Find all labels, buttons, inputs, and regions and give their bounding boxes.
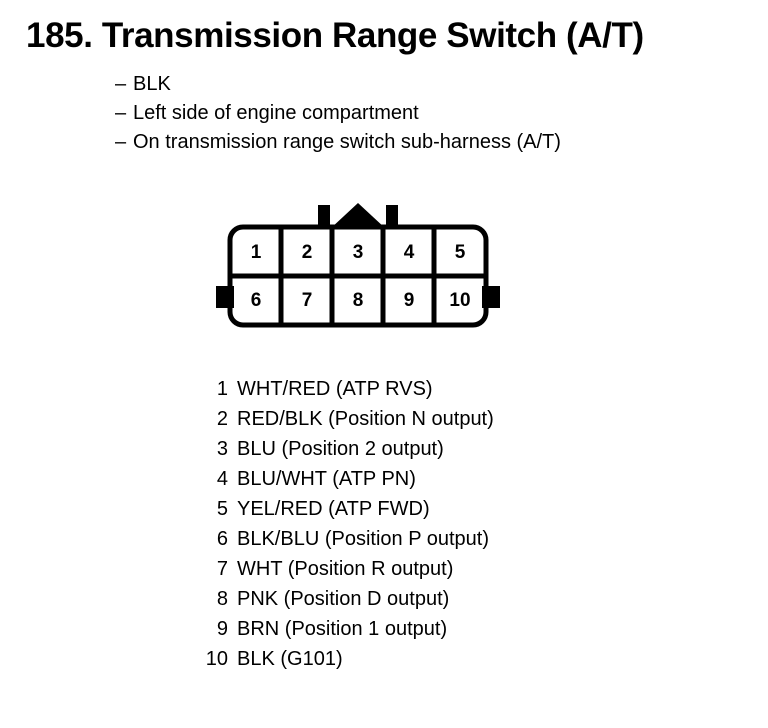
pin-legend-number: 1 [216, 378, 228, 400]
connector-pinout-svg: 1 2 3 4 5 6 7 8 9 10 [216, 203, 500, 328]
pin-legend-row: 9 BRN (Position 1 output) [150, 614, 670, 644]
pin-legend-description: BLK (G101) [237, 648, 343, 670]
pin-legend-row: 3 BLU (Position 2 output) [150, 434, 670, 464]
pin-legend-row: 1 WHT/RED (ATP RVS) [150, 374, 670, 404]
connector-pin-1: 1 [251, 242, 262, 263]
connector-pin-4: 4 [404, 242, 415, 263]
connector-diagram: 1 2 3 4 5 6 7 8 9 10 [210, 196, 510, 332]
description-item-location: – Left side of engine compartment [115, 99, 735, 128]
connector-pin-10: 10 [449, 290, 470, 311]
pin-legend-description: BLK/BLU (Position P output) [237, 528, 489, 550]
pin-legend-number: 2 [216, 408, 228, 430]
pin-legend-row: 7 WHT (Position R output) [150, 554, 670, 584]
description-item-connector-color: – BLK [115, 70, 735, 99]
pin-legend-row: 2 RED/BLK (Position N output) [150, 404, 670, 434]
pin-legend-number: 3 [216, 438, 228, 460]
pin-legend-description: BLU (Position 2 output) [237, 438, 444, 460]
page-title: 185. Transmission Range Switch (A/T) [26, 16, 644, 55]
pin-legend-description: WHT (Position R output) [237, 558, 454, 580]
pin-legend-description: BLU/WHT (ATP PN) [237, 468, 416, 490]
description-item-label: On transmission range switch sub-harness… [133, 131, 561, 153]
dash-bullet-icon: – [115, 73, 127, 95]
pin-legend-description: YEL/RED (ATP FWD) [237, 498, 430, 520]
pin-legend-number: 4 [216, 468, 228, 490]
connector-pin-6: 6 [251, 290, 262, 311]
dash-bullet-icon: – [115, 102, 127, 124]
pin-legend-row: 6 BLK/BLU (Position P output) [150, 524, 670, 554]
pin-legend-description: BRN (Position 1 output) [237, 618, 448, 640]
connector-top-tab-right-icon [386, 205, 398, 229]
pin-legend-number: 7 [216, 558, 228, 580]
pin-legend-description: WHT/RED (ATP RVS) [237, 378, 433, 400]
description-item-label: Left side of engine compartment [133, 102, 419, 124]
description-item-harness: – On transmission range switch sub-harne… [115, 128, 735, 157]
connector-pin-2: 2 [302, 242, 313, 263]
pin-legend-list: 1 WHT/RED (ATP RVS) 2 RED/BLK (Position … [150, 374, 670, 674]
connector-top-tab-left-icon [318, 205, 330, 229]
pin-legend-number: 6 [216, 528, 228, 550]
pin-legend-number: 5 [216, 498, 228, 520]
pin-legend-description: RED/BLK (Position N output) [237, 408, 494, 430]
pin-legend-description: PNK (Position D output) [237, 588, 450, 610]
description-item-label: BLK [133, 73, 171, 95]
pin-legend-number: 8 [216, 588, 228, 610]
pin-legend-row: 4 BLU/WHT (ATP PN) [150, 464, 670, 494]
connector-pin-3: 3 [353, 242, 364, 263]
pin-legend-row: 5 YEL/RED (ATP FWD) [150, 494, 670, 524]
pin-legend-row: 8 PNK (Position D output) [150, 584, 670, 614]
pin-legend-number: 10 [205, 648, 228, 670]
pin-legend-row: 10 BLK (G101) [150, 644, 670, 674]
dash-bullet-icon: – [115, 131, 127, 153]
connector-pin-7: 7 [302, 290, 313, 311]
connector-latch-peak-icon [330, 203, 386, 229]
connector-pin-8: 8 [353, 290, 364, 311]
connector-pin-9: 9 [404, 290, 415, 311]
connector-pin-5: 5 [455, 242, 466, 263]
description-list: – BLK – Left side of engine compartment … [115, 70, 735, 157]
pin-legend-number: 9 [216, 618, 228, 640]
